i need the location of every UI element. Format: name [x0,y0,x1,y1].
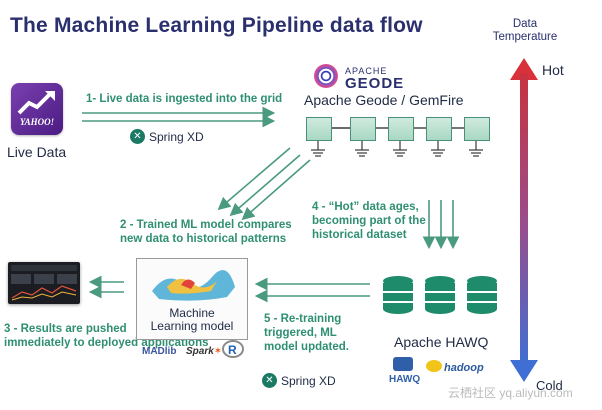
temperature-cold-label: Cold [536,378,563,393]
madlib-logo: MADlib [142,346,177,357]
spring-xd-logo-bottom: ✕ Spring XD [262,372,336,390]
hadoop-elephant-icon [426,360,442,372]
step4-arrows [422,200,460,250]
ml-model-label: Machine Learning model [137,307,247,333]
hawq-logo-text: HAWQ [389,374,421,385]
step3-arrows [88,275,124,299]
step1-arrows [82,106,276,128]
step5-line-1: 5 - Re-training [264,313,342,325]
hadoop-logo: hadoop [444,362,484,374]
database-icon [425,276,455,314]
step3-text: 3 - Results are pushed immediately to de… [4,322,209,350]
r-logo-ring [222,340,244,358]
step4-line-2: becoming part of the [312,215,426,227]
database-icon [467,276,497,314]
spring-xd-logo-top: ✕ Spring XD [130,128,204,146]
database-icon [383,276,413,314]
ml-model-line-1: Machine [169,306,215,320]
step1-text: 1- Live data is ingested into the grid [86,93,283,105]
spring-xd-icon: ✕ [262,373,277,389]
step2-line-2: new data to historical patterns [120,233,287,245]
grid-node [464,117,490,141]
step5-arrows [254,277,370,303]
temperature-bar [520,74,528,366]
r-logo: R [228,343,237,357]
temperature-hot-label: Hot [542,62,564,78]
step5-line-2: triggered, ML [264,327,337,339]
spring-xd-label: Spring XD [281,373,336,388]
step4-text: 4 - “Hot” data ages, becoming part of th… [312,200,426,242]
step5-line-3: model updated. [264,341,349,353]
grid-node [388,117,414,141]
diagram-title: The Machine Learning Pipeline data flow [10,14,423,37]
temperature-title: Data Temperature [490,18,560,44]
live-data-label: Live Data [7,144,67,160]
step2-line-1: 2 - Trained ML model compares [120,219,292,231]
ml-model-line-2: Learning model [150,319,234,333]
dashboard-chart-icon [11,265,77,301]
geode-logo-name: GEODE [345,75,405,92]
ml-model-box: Machine Learning model [136,258,248,340]
surface-plot-icon [152,269,235,301]
temperature-title-line-1: Data [512,18,538,30]
hawq-databases [383,276,497,314]
geode-logo-apache: APACHE [345,66,388,76]
grid-node [426,117,452,141]
spring-xd-icon: ✕ [130,129,145,145]
spark-star-icon: ✶ [213,346,223,357]
yahoo-logo-text: YAHOO! [19,117,55,127]
step5-text: 5 - Re-training triggered, ML model upda… [264,312,349,354]
watermark: 云栖社区 yq.aliyun.com [448,386,573,400]
geode-logo-icon [314,64,338,88]
step3-line-1: 3 - Results are pushed [4,323,127,335]
spark-logo: Spark✶ [186,346,222,357]
dashboard-screenshot [8,262,80,304]
hawq-logo-icon [393,357,413,371]
spark-logo-text: Spark [186,346,214,357]
step4-line-1: 4 - “Hot” data ages, [312,201,419,213]
spring-xd-label: Spring XD [149,129,204,144]
geode-ground-symbols [311,139,483,157]
temperature-arrow-heads [510,58,538,382]
grid-node [306,117,332,141]
step2-arrows [217,147,311,221]
rising-chart-icon [17,91,55,115]
grid-node [350,117,376,141]
temperature-title-line-2: Temperature [492,31,558,43]
step4-line-3: historical dataset [312,229,407,241]
step2-text: 2 - Trained ML model compares new data t… [120,218,292,246]
yahoo-logo: YAHOO! [11,83,63,135]
step3-line-2: immediately to deployed applications [4,337,209,349]
geode-label: Apache Geode / GemFire [304,92,464,108]
hawq-label: Apache HAWQ [394,334,489,350]
